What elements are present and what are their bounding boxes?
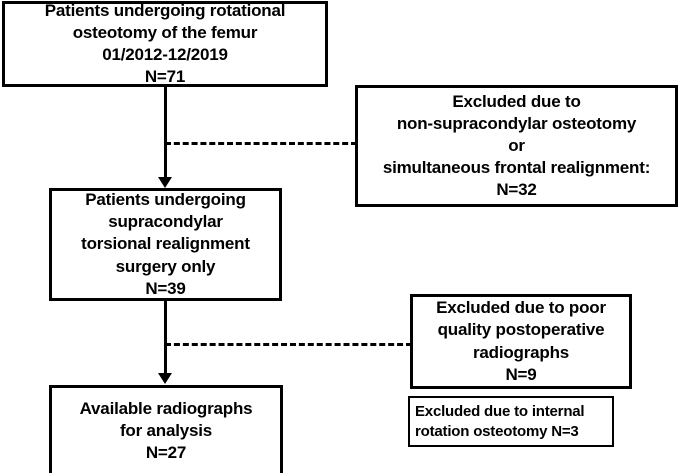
flow-node-available-radiographs: Available radiographs for analysis N=27: [49, 385, 283, 473]
node-count: N=39: [145, 278, 186, 298]
node-line: surgery only: [115, 256, 216, 276]
flow-node-excluded-non-supracondylar: Excluded due to non-supracondylar osteot…: [355, 85, 678, 207]
arrowhead-down-icon: [158, 177, 172, 188]
node-line: Excluded due to: [452, 91, 581, 111]
node-line: Patients undergoing rotational: [44, 0, 286, 20]
node-line: simultaneous frontal realignment:: [382, 158, 651, 178]
connector-cohort-to-supracondylar-line: [164, 86, 167, 178]
node-count: N=9: [505, 364, 537, 384]
node-count: N=27: [145, 443, 187, 463]
node-line: Available radiographs: [79, 398, 253, 418]
node-line: 01/2012-12/2019: [102, 45, 228, 64]
node-line: for analysis: [119, 420, 213, 440]
node-line: torsional realignment: [81, 234, 250, 254]
connector-cohort-to-excluded-1-dashed: [165, 142, 357, 145]
node-line: Excluded due to poor: [436, 298, 606, 318]
node-line: radiographs: [472, 342, 570, 362]
node-line: non-supracondylar osteotomy: [396, 113, 637, 133]
flow-node-cohort: Patients undergoing rotational osteotomy…: [2, 1, 328, 87]
flow-node-excluded-poor-quality: Excluded due to poor quality postoperati…: [410, 294, 632, 389]
arrowhead-down-icon: [158, 373, 172, 384]
node-count: N=32: [496, 180, 537, 200]
node-line: Excluded due to internal: [415, 403, 585, 421]
node-line: supracondylar: [108, 212, 223, 232]
connector-supracondylar-to-excluded-2-dashed: [165, 343, 412, 346]
flow-node-excluded-internal-rotation: Excluded due to internal rotation osteot…: [408, 396, 614, 447]
node-line: Patients undergoing: [85, 190, 246, 210]
connector-supracondylar-to-available-line: [164, 300, 167, 374]
node-line: osteotomy of the femur: [72, 22, 258, 42]
node-count: N=71: [144, 67, 186, 87]
node-line: or: [508, 135, 525, 155]
node-line: rotation osteotomy N=3: [415, 422, 579, 440]
flow-node-supracondylar-only: Patients undergoing supracondylar torsio…: [49, 188, 282, 301]
node-line: quality postoperative: [437, 320, 605, 340]
